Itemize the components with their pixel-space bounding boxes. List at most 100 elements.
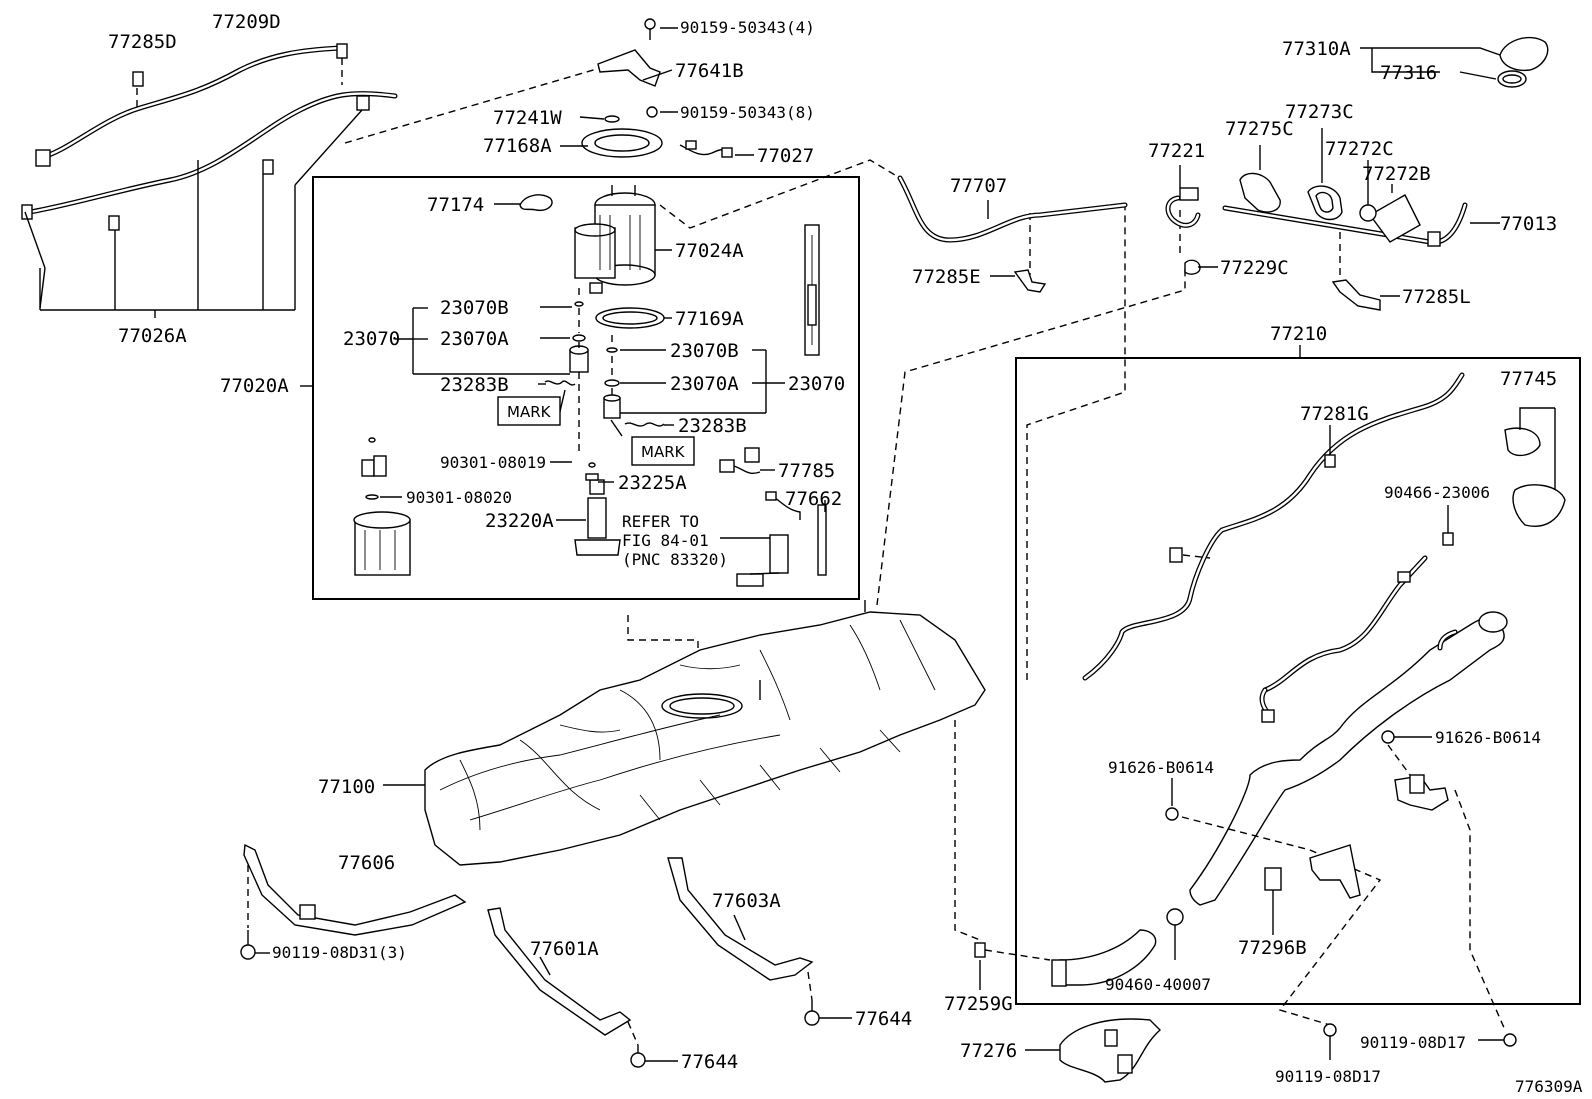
label-90159-4: 90159-50343(4) <box>680 18 815 37</box>
label-77100: 77100 <box>318 776 375 798</box>
label-77285e: 77285E <box>912 266 981 288</box>
label-77310a: 77310A <box>1282 38 1351 60</box>
fuel-pump-gauge-ring <box>581 106 663 158</box>
gasket-77273c <box>1307 185 1343 221</box>
harness-77785 <box>719 447 761 475</box>
fuel-pump-assembly-77024a <box>574 185 656 294</box>
label-23283b-right: 23283B <box>678 415 747 437</box>
tank-strap-77606 <box>240 843 467 960</box>
label-91626-b0614-right: 91626-B0614 <box>1435 728 1541 747</box>
fuel-cap-77310a <box>1360 37 1549 88</box>
label-77020a: 77020A <box>220 375 289 397</box>
clamp-77296b <box>1264 867 1282 935</box>
label-23283b-left: 23283B <box>440 374 509 396</box>
label-77316: 77316 <box>1380 62 1437 84</box>
filler-pipe-77210 <box>1189 555 1508 906</box>
label-77210: 77210 <box>1270 323 1327 345</box>
label-77272c: 77272C <box>1325 138 1394 160</box>
sender-gauge-77662 <box>804 224 827 576</box>
bolt-90466 <box>1442 505 1454 546</box>
label-77745: 77745 <box>1500 368 1557 390</box>
label-77281g: 77281G <box>1300 403 1369 425</box>
hose-77272b <box>1359 194 1421 243</box>
label-77296b: 77296B <box>1238 937 1307 959</box>
label-23070b-right: 23070B <box>670 340 739 362</box>
label-77027: 77027 <box>757 145 814 167</box>
label-90119-08d31: 90119-08D31(3) <box>272 943 407 962</box>
mark-box-right <box>631 436 695 466</box>
label-77221: 77221 <box>1148 140 1205 162</box>
bracket-91626-left <box>1165 778 1382 1026</box>
label-90466-23006: 90466-23006 <box>1384 483 1490 502</box>
mark-box-left <box>497 396 561 426</box>
label-90301-08020: 90301-08020 <box>406 488 512 507</box>
clip-77174 <box>519 194 553 212</box>
filler-pipe-box <box>1015 357 1581 1005</box>
hose-77221 <box>1165 187 1218 275</box>
label-77662: 77662 <box>785 488 842 510</box>
protector-77276 <box>1025 1018 1162 1083</box>
breather-tube-77281g <box>1082 372 1465 681</box>
label-23225a: 23225A <box>618 472 687 494</box>
bracket-77285l <box>1331 279 1400 311</box>
label-90301-08019: 90301-08019 <box>440 453 546 472</box>
label-90460-40007: 90460-40007 <box>1105 975 1211 994</box>
protector-77259g <box>974 942 986 990</box>
label-90119-08d17-right: 90119-08D17 <box>1360 1033 1466 1052</box>
pump-bracket-77641b <box>597 18 661 87</box>
label-23070b-left: 23070B <box>440 297 509 319</box>
label-23070-left: 23070 <box>343 328 400 350</box>
pump-module-leader-lines <box>300 27 826 539</box>
label-77013: 77013 <box>1500 213 1557 235</box>
label-77259g: 77259G <box>944 993 1013 1015</box>
fuel-pump-module-box <box>312 176 860 600</box>
label-90119-08d17-left: 90119-08D17 <box>1275 1067 1381 1086</box>
tank-strap-77603a <box>667 857 852 1026</box>
wire-harness-77027 <box>679 140 733 158</box>
label-77168a: 77168A <box>483 135 552 157</box>
gasket-77275c <box>1239 172 1281 213</box>
label-77275c: 77275C <box>1225 118 1294 140</box>
label-refer-3: (PNC 83320) <box>622 550 728 569</box>
sub-tank-canister <box>353 437 411 576</box>
label-77606: 77606 <box>338 852 395 874</box>
label-77601a: 77601A <box>530 938 599 960</box>
diagram-id: 776309A <box>1515 1077 1583 1096</box>
label-77024a: 77024A <box>675 240 744 262</box>
label-refer-1: REFER TO <box>622 512 699 531</box>
label-23070-right: 23070 <box>788 373 845 395</box>
bracket-91626-right <box>1381 730 1506 1031</box>
vent-tube-leader-lines <box>39 58 601 318</box>
label-77026a: 77026A <box>118 325 187 347</box>
label-77169a: 77169A <box>675 308 744 330</box>
label-mark-right: MARK <box>641 443 686 461</box>
connection-dashed-lines <box>627 159 1341 961</box>
label-23070a-left: 23070A <box>440 328 509 350</box>
fuel-tank-77100 <box>383 600 986 866</box>
fuel-sender-unit <box>736 491 801 587</box>
label-77272b: 77272B <box>1362 163 1431 185</box>
label-77209d: 77209D <box>212 11 281 33</box>
label-77785: 77785 <box>778 460 835 482</box>
o-ring-77169a <box>595 307 665 329</box>
label-refer-2: FIG 84-01 <box>622 531 709 550</box>
vent-tube-assembly <box>21 43 398 309</box>
label-91626-b0614-left: 91626-B0614 <box>1108 758 1214 777</box>
fuel-filter-23070 <box>544 288 665 455</box>
label-mark-left: MARK <box>507 403 552 421</box>
label-23220a: 23220A <box>485 510 554 532</box>
label-77285l: 77285L <box>1402 286 1471 308</box>
label-90159-8: 90159-50343(8) <box>680 103 815 122</box>
label-77603a: 77603A <box>712 890 781 912</box>
protector-77745 <box>1504 407 1566 527</box>
top-right-leader-lines <box>1179 128 1393 358</box>
bolts-90119-bottom <box>1323 1023 1517 1060</box>
tank-strap-77601a <box>487 907 678 1068</box>
label-77174: 77174 <box>427 194 484 216</box>
clamp-90460 <box>1166 908 1184 960</box>
label-77285d: 77285D <box>108 31 177 53</box>
hose-77707 <box>897 175 1128 293</box>
jet-pump-23220a <box>574 462 621 556</box>
part-labels: 77285D 77209D 77026A 77020A 90159-50343(… <box>108 11 1583 1096</box>
